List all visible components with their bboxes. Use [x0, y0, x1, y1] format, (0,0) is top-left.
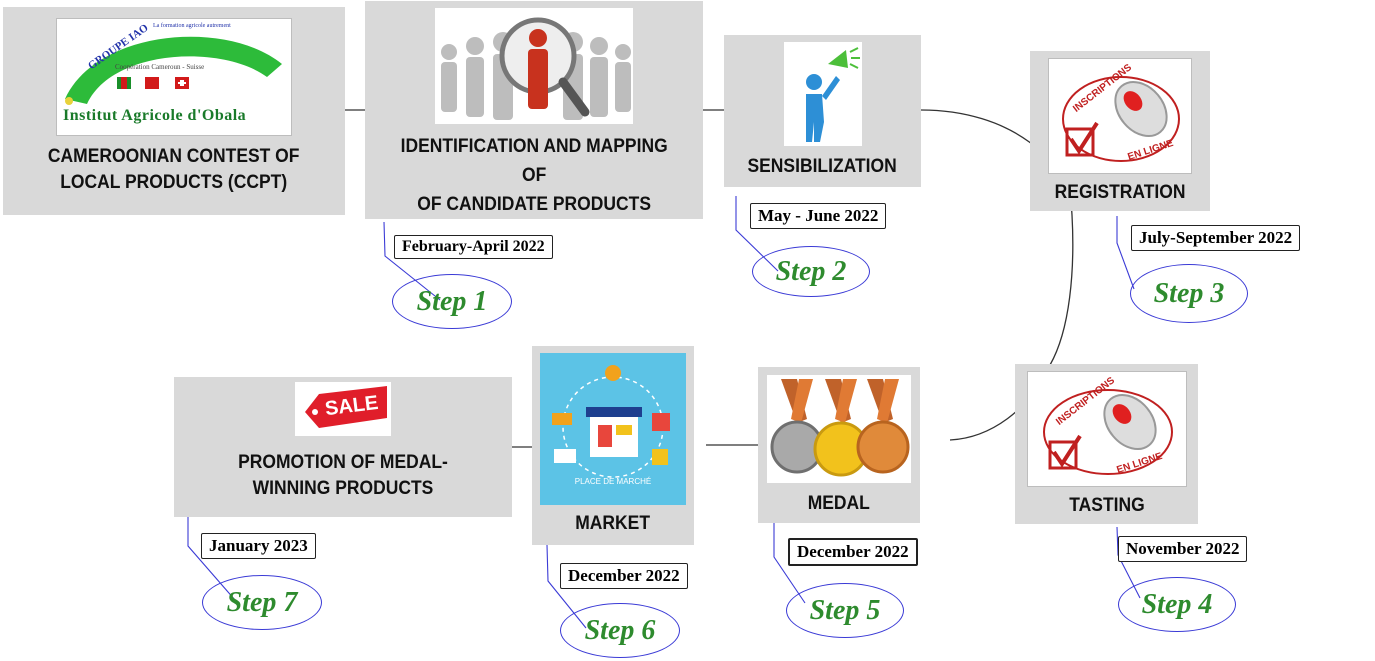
logo-cooperation: Coopération Cameroun - Suisse: [115, 63, 205, 71]
step-2-label: Step 2: [775, 255, 847, 287]
date-step-4: November 2022: [1118, 536, 1248, 562]
medals-icon: [770, 379, 910, 477]
node-identification[interactable]: IDENTIFICATION AND MAPPING OF OF CANDIDA…: [365, 1, 703, 219]
node-label-sensibilization: SENSIBILIZATION: [747, 156, 898, 177]
megaphone-icon: [805, 47, 860, 142]
tasting-mouse-checkbox-icon: [1042, 389, 1173, 475]
marketplace-banner-text: PLACE DE MARCHÉ: [574, 477, 652, 486]
node-label-ccpt: CAMEROONIAN CONTEST OF LOCAL PRODUCTS (C…: [48, 146, 300, 193]
marketplace-icon: [552, 365, 670, 478]
node-tasting[interactable]: INSCRIPTIONS EN LIGNE TASTING: [1015, 364, 1198, 524]
date-step-3: July-September 2022: [1131, 225, 1301, 251]
mouse-checkbox-icon: [1062, 76, 1180, 162]
node-sensibilization[interactable]: SENSIBILIZATION: [724, 35, 921, 187]
online-registration-image: INSCRIPTIONS EN LIGNE: [1048, 58, 1192, 174]
iao-logo-graphic: [65, 36, 282, 105]
logo-tagline: La formation agricole autrement: [153, 23, 231, 29]
step-6-oval: Step 6: [560, 603, 680, 658]
node-promotion[interactable]: SALE PROMOTION OF MEDAL- WINNING PRODUCT…: [174, 377, 512, 517]
node-ccpt[interactable]: GROUPE IAO La formation agricole autreme…: [3, 7, 345, 215]
medals-image: [767, 375, 911, 483]
megaphone-person-image: [783, 42, 862, 146]
sale-tag-image: SALE: [295, 382, 391, 436]
step-3-label: Step 3: [1153, 277, 1225, 309]
step-7-label: Step 7: [226, 586, 298, 618]
people-magnifier-icon: [441, 17, 631, 120]
date-step-1: February-April 2022: [394, 235, 553, 259]
tasting-image: INSCRIPTIONS EN LIGNE: [1026, 371, 1187, 487]
node-market[interactable]: PLACE DE MARCHÉ MARKET: [532, 346, 694, 545]
step-6-label: Step 6: [584, 614, 656, 646]
date-step-2: May - June 2022: [750, 203, 887, 229]
date-step-6: December 2022: [560, 563, 688, 589]
step-3-oval: Step 3: [1130, 264, 1248, 323]
date-step-7: January 2023: [201, 533, 316, 559]
candidate-search-image: [435, 8, 633, 124]
node-label-medal: MEDAL: [807, 493, 871, 514]
node-label-tasting: TASTING: [1068, 495, 1145, 516]
step-1-oval: Step 1: [392, 274, 512, 329]
step-4-label: Step 4: [1141, 588, 1213, 620]
step-1-label: Step 1: [416, 285, 488, 317]
node-label-identification: IDENTIFICATION AND MAPPING OF OF CANDIDA…: [400, 136, 668, 215]
node-label-registration: REGISTRATION: [1054, 182, 1186, 203]
node-label-promotion: PROMOTION OF MEDAL- WINNING PRODUCTS: [238, 452, 448, 499]
node-label-market: MARKET: [575, 513, 651, 534]
step-2-oval: Step 2: [752, 246, 870, 297]
sale-tag-icon: [305, 386, 387, 428]
logo-name: Institut Agricole d'Obala: [63, 107, 247, 124]
iao-logo: GROUPE IAO La formation agricole autreme…: [56, 18, 292, 136]
marketplace-image: PLACE DE MARCHÉ: [540, 353, 686, 505]
step-7-oval: Step 7: [202, 575, 322, 630]
step-5-oval: Step 5: [786, 583, 904, 638]
node-medal[interactable]: MEDAL: [758, 367, 920, 523]
date-step-5: December 2022: [788, 538, 918, 566]
step-5-label: Step 5: [809, 594, 881, 626]
step-4-oval: Step 4: [1118, 577, 1236, 632]
node-registration[interactable]: INSCRIPTIONS EN LIGNE REGISTRATION: [1030, 51, 1210, 211]
